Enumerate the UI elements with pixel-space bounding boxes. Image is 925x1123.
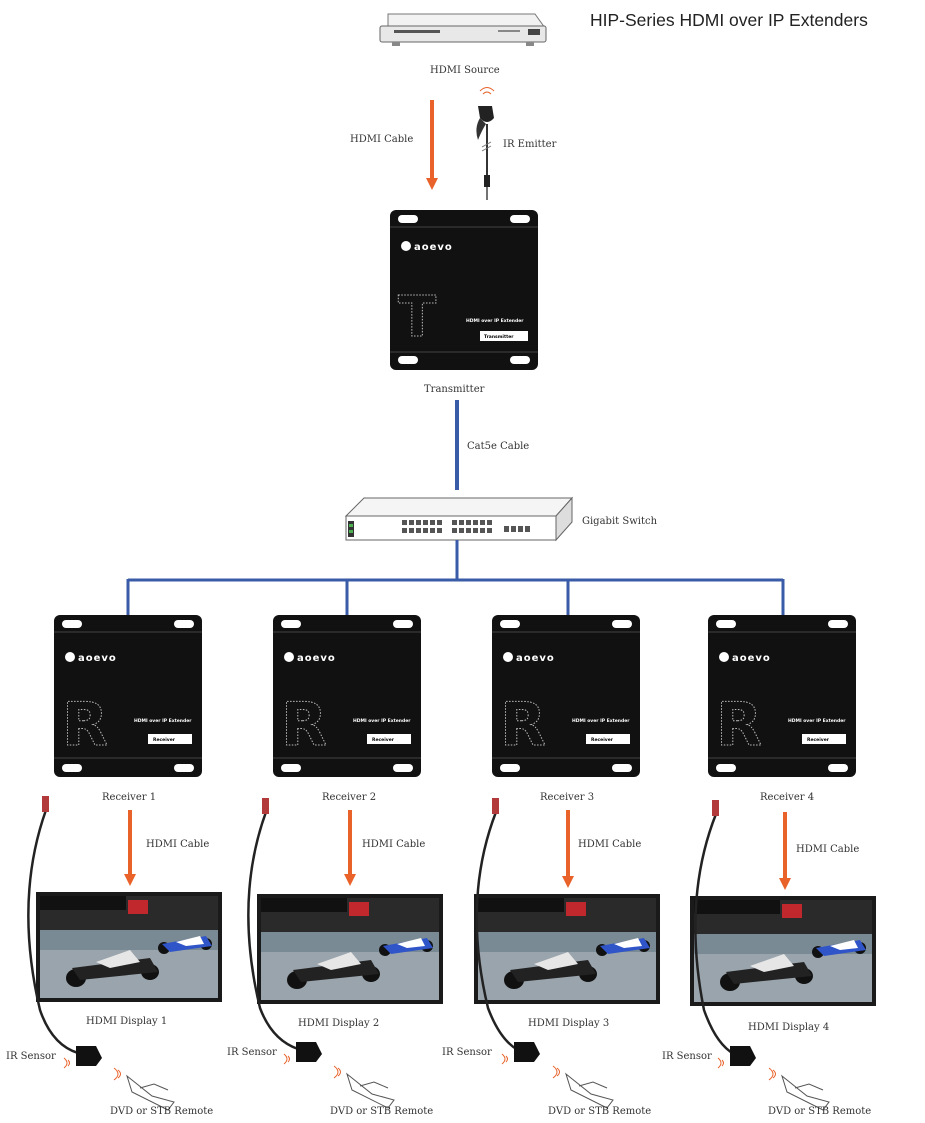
ir-sensor-label-2: IR Sensor [227,1047,277,1058]
transmitter-tag: Transmitter [484,334,514,340]
receiver-brand: aoevo [732,653,771,664]
hdmi-cable-label-2: HDMI Cable [362,839,425,850]
gigabit-switch [344,496,574,542]
receiver-model: HDMI over IP Extender [572,718,630,724]
remote-label-4: DVD or STB Remote [768,1106,871,1117]
hdmi-display-label-3: HDMI Display 3 [528,1018,609,1029]
remote-4 [768,1067,830,1111]
ir-sensor-label-1: IR Sensor [6,1051,56,1062]
transmitter-label: Transmitter [424,384,485,395]
receiver-device-2: aoevo R HDMI over IP Extender Receiver [273,615,421,777]
receiver-branch-2: aoevo R HDMI over IP Extender Receiver R… [227,615,443,1117]
gigabit-switch-label: Gigabit Switch [582,516,658,527]
ir-sensor-2 [247,798,322,1065]
hdmi-display-label-1: HDMI Display 1 [86,1016,167,1027]
hdmi-display-4 [690,896,876,1006]
ir-sensor-4 [694,800,756,1069]
remote-1 [113,1067,175,1111]
ir-sensor-label-3: IR Sensor [442,1047,492,1058]
receiver-branch-3: aoevo R HDMI over IP Extender Receiver R… [442,615,660,1117]
hdmi-source-device [379,13,547,46]
receiver-letter: R [62,690,108,760]
receiver-device-3: aoevo R HDMI over IP Extender Receiver [492,615,640,777]
receiver-model: HDMI over IP Extender [353,718,411,724]
receiver-label-2: Receiver 2 [322,792,376,803]
transmitter-brand: aoevo [414,242,453,253]
hdmi-display-label-2: HDMI Display 2 [298,1018,379,1029]
hdmi-source-label: HDMI Source [430,65,500,76]
ir-emitter-label: IR Emitter [503,139,557,150]
hdmi-display-1 [36,892,222,1002]
ir-sensor-3 [475,798,540,1065]
receiver-branch-4: aoevo R HDMI over IP Extender Receiver R… [662,615,876,1117]
receiver-model: HDMI over IP Extender [788,718,846,724]
hdmi-cable-label-1: HDMI Cable [146,839,209,850]
cat5e-cable-label: Cat5e Cable [467,441,529,452]
transmitter-model: HDMI over IP Extender [466,318,524,324]
receiver-label-4: Receiver 4 [760,792,814,803]
receiver-device-4: aoevo R HDMI over IP Extender Receiver [708,615,856,777]
hdmi-display-label-4: HDMI Display 4 [748,1022,829,1033]
diagram-title: HIP-Series HDMI over IP Extenders [590,10,868,30]
remote-label-1: DVD or STB Remote [110,1106,213,1117]
receiver-tag: Receiver [372,737,395,743]
receiver-letter: R [281,690,327,760]
hdmi-cable-label-4: HDMI Cable [796,844,859,855]
receiver-label-1: Receiver 1 [102,792,156,803]
receiver-brand: aoevo [516,653,555,664]
transmitter-letter: T [398,285,436,350]
remote-label-2: DVD or STB Remote [330,1106,433,1117]
remote-2 [333,1065,395,1109]
ir-emitter [476,87,495,200]
ir-sensor-label-4: IR Sensor [662,1051,712,1062]
hdmi-display-2 [257,894,443,1004]
hdmi-display-3 [474,894,660,1004]
ir-sensor-1 [27,796,102,1069]
receiver-label-3: Receiver 3 [540,792,594,803]
receiver-model: HDMI over IP Extender [134,718,192,724]
hdmi-cable-label-source: HDMI Cable [350,134,413,145]
receiver-letter: R [500,690,546,760]
receiver-brand: aoevo [297,653,336,664]
hdmi-cable-label-3: HDMI Cable [578,839,641,850]
transmitter-device: aoevo T HDMI over IP Extender Transmitte… [390,210,538,370]
receiver-branch-1: aoevo R HDMI over IP Extender Receiver R… [6,615,222,1117]
receiver-brand: aoevo [78,653,117,664]
remote-label-3: DVD or STB Remote [548,1106,651,1117]
network-bus [126,540,785,618]
receiver-tag: Receiver [591,737,614,743]
receiver-device-1: aoevo R HDMI over IP Extender Receiver [54,615,202,777]
receiver-tag: Receiver [807,737,830,743]
receiver-tag: Receiver [153,737,176,743]
remote-3 [552,1065,614,1109]
receiver-letter: R [716,690,762,760]
